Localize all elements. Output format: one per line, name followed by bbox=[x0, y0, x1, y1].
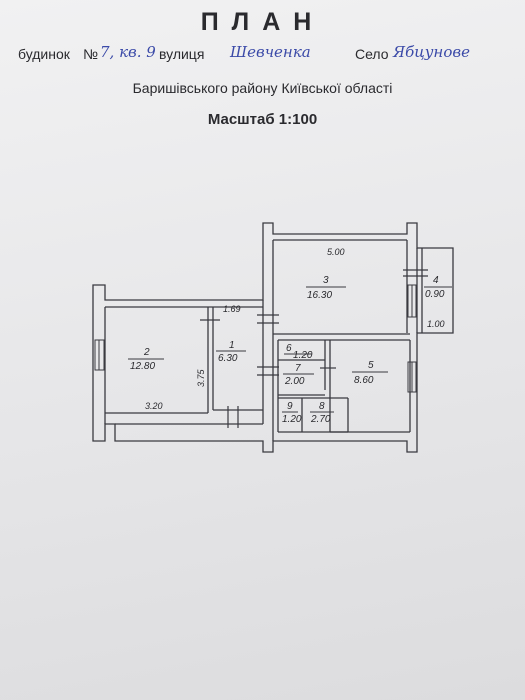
room-8-number: 8 bbox=[319, 401, 325, 412]
scale-line: Масштаб 1:100 bbox=[207, 111, 318, 128]
dim-room1-length: 3.75 bbox=[196, 368, 206, 387]
room-9-number: 9 bbox=[287, 401, 293, 412]
room-8-area: 2.70 bbox=[310, 414, 331, 425]
room-2-area: 12.80 bbox=[130, 361, 155, 372]
village-value: Ябцунове bbox=[393, 43, 470, 61]
dim-room1-width: 1.69 bbox=[223, 304, 241, 314]
house-number-prefix: № bbox=[83, 46, 99, 62]
house-number-value: 7, кв. 9 bbox=[100, 43, 156, 61]
room-4-number: 4 bbox=[433, 275, 439, 286]
room-5-number: 5 bbox=[368, 360, 374, 371]
house-label: будинок bbox=[18, 46, 70, 62]
street-value: Шевченка bbox=[230, 43, 311, 61]
outer-wall bbox=[92, 222, 454, 453]
room-1-number: 1 bbox=[229, 340, 235, 351]
dim-room4-length: 1.00 bbox=[427, 319, 445, 329]
room-7-area: 2.00 bbox=[284, 376, 305, 387]
room-4-area: 0.90 bbox=[425, 289, 445, 300]
room-6-number: 6 bbox=[286, 343, 292, 354]
document-title: ПЛАН bbox=[200, 8, 325, 36]
room-6-area: 1.20 bbox=[293, 350, 313, 361]
dim-room2-width: 3.20 bbox=[145, 401, 163, 411]
region-line: Баришівського району Київської області bbox=[132, 80, 393, 96]
room-5-area: 8.60 bbox=[354, 375, 374, 386]
room-2-number: 2 bbox=[143, 347, 150, 358]
room-3-number: 3 bbox=[323, 275, 329, 286]
room-3-area: 16.30 bbox=[307, 290, 332, 301]
room-1-area: 6.30 bbox=[218, 353, 238, 364]
village-label: Село bbox=[355, 46, 389, 62]
room-7-number: 7 bbox=[295, 363, 301, 374]
dim-room3-width: 5.00 bbox=[327, 247, 345, 257]
street-label: вулиця bbox=[159, 46, 205, 62]
room-9-area: 1.20 bbox=[282, 414, 302, 425]
